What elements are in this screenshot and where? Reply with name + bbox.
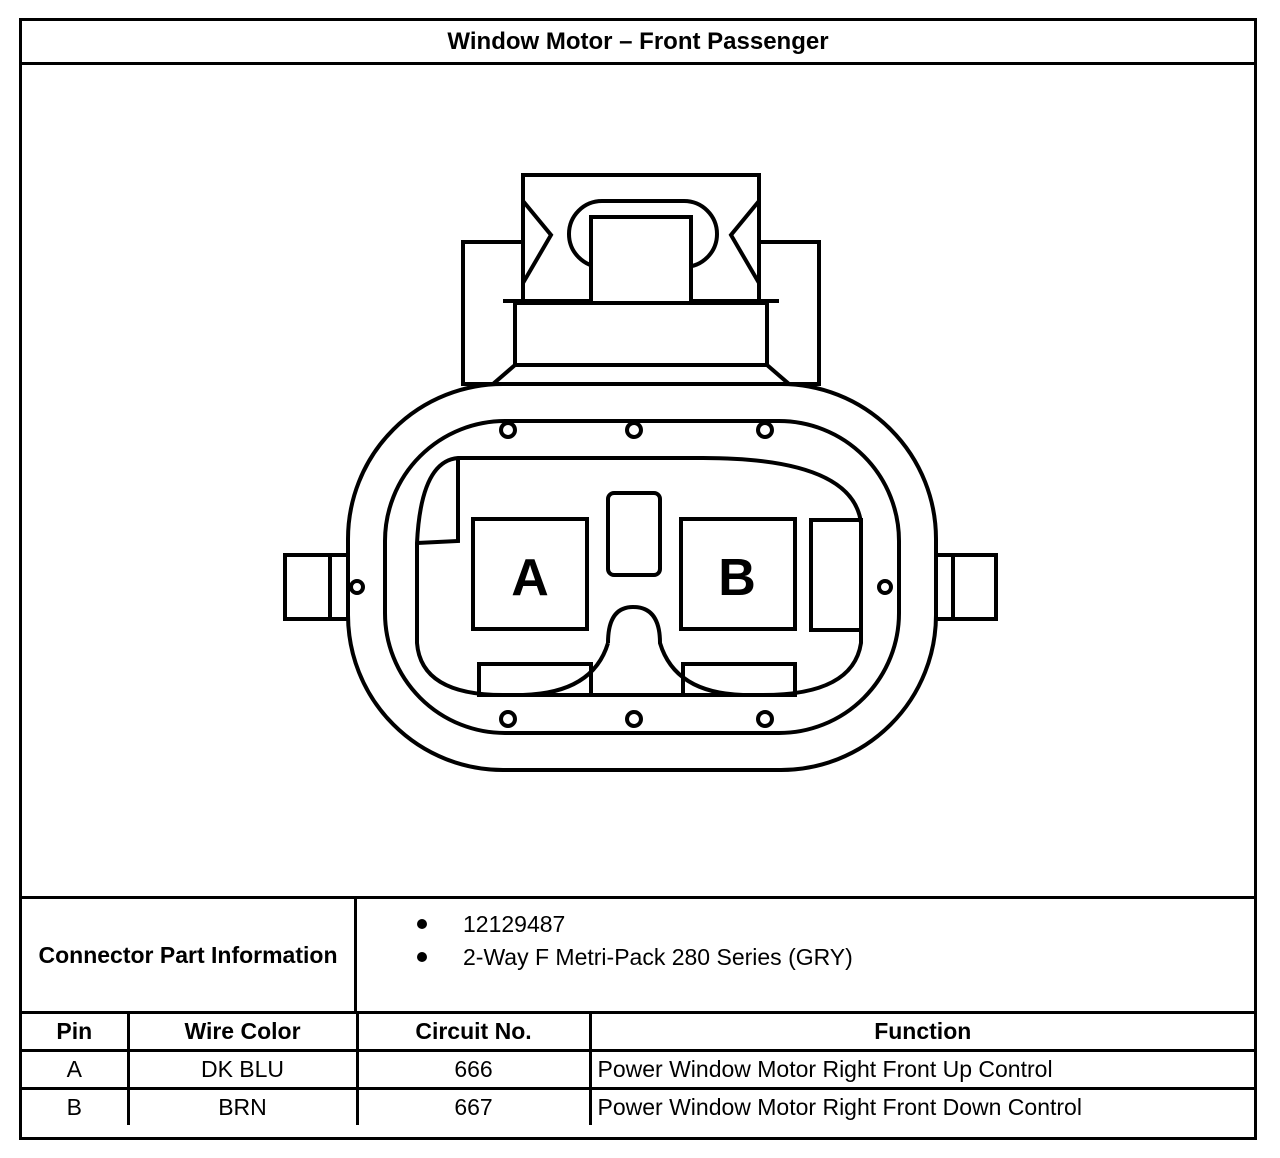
connector-face-drawing: A B [283,173,998,772]
connector-part-info: Connector Part Information 12129487 2-Wa… [22,896,1254,1014]
part-info-label: Connector Part Information [22,899,357,1011]
bullet-icon [417,919,427,929]
cell-circuit-no: 667 [355,1087,592,1125]
header-circuit-no: Circuit No. [355,1014,592,1052]
table-row: B BRN 667 Power Window Motor Right Front… [22,1087,1254,1125]
terminal-b [679,517,797,631]
cell-function: Power Window Motor Right Front Up Contro… [588,1049,1254,1090]
header-pin: Pin [22,1014,130,1052]
header-function: Function [588,1014,1254,1052]
page-title: Window Motor – Front Passenger [22,21,1254,65]
cell-pin: B [22,1087,130,1125]
cell-function: Power Window Motor Right Front Down Cont… [588,1087,1254,1125]
part-description: 2-Way F Metri-Pack 280 Series (GRY) [463,944,853,970]
table-header-row: Pin Wire Color Circuit No. Function [22,1014,1254,1052]
cell-wire-color: BRN [126,1087,359,1125]
pin-a-label: A [511,549,549,607]
part-number: 12129487 [463,911,566,937]
part-info-list: 12129487 2-Way F Metri-Pack 280 Series (… [357,899,1254,1011]
seal-ring [383,419,901,735]
pin-b-label: B [718,549,756,607]
connector-sheet: Window Motor – Front Passenger [19,18,1257,1140]
center-key [606,491,662,577]
cell-circuit-no: 666 [355,1049,592,1090]
table-row: A DK BLU 666 Power Window Motor Right Fr… [22,1049,1254,1090]
header-wire-color: Wire Color [126,1014,359,1052]
bullet-icon [417,952,427,962]
cell-wire-color: DK BLU [126,1049,359,1090]
pin-table: Pin Wire Color Circuit No. Function A DK… [22,1014,1254,1125]
terminal-a [471,517,589,631]
connector-diagram: A B [22,65,1254,896]
cell-pin: A [22,1049,130,1090]
